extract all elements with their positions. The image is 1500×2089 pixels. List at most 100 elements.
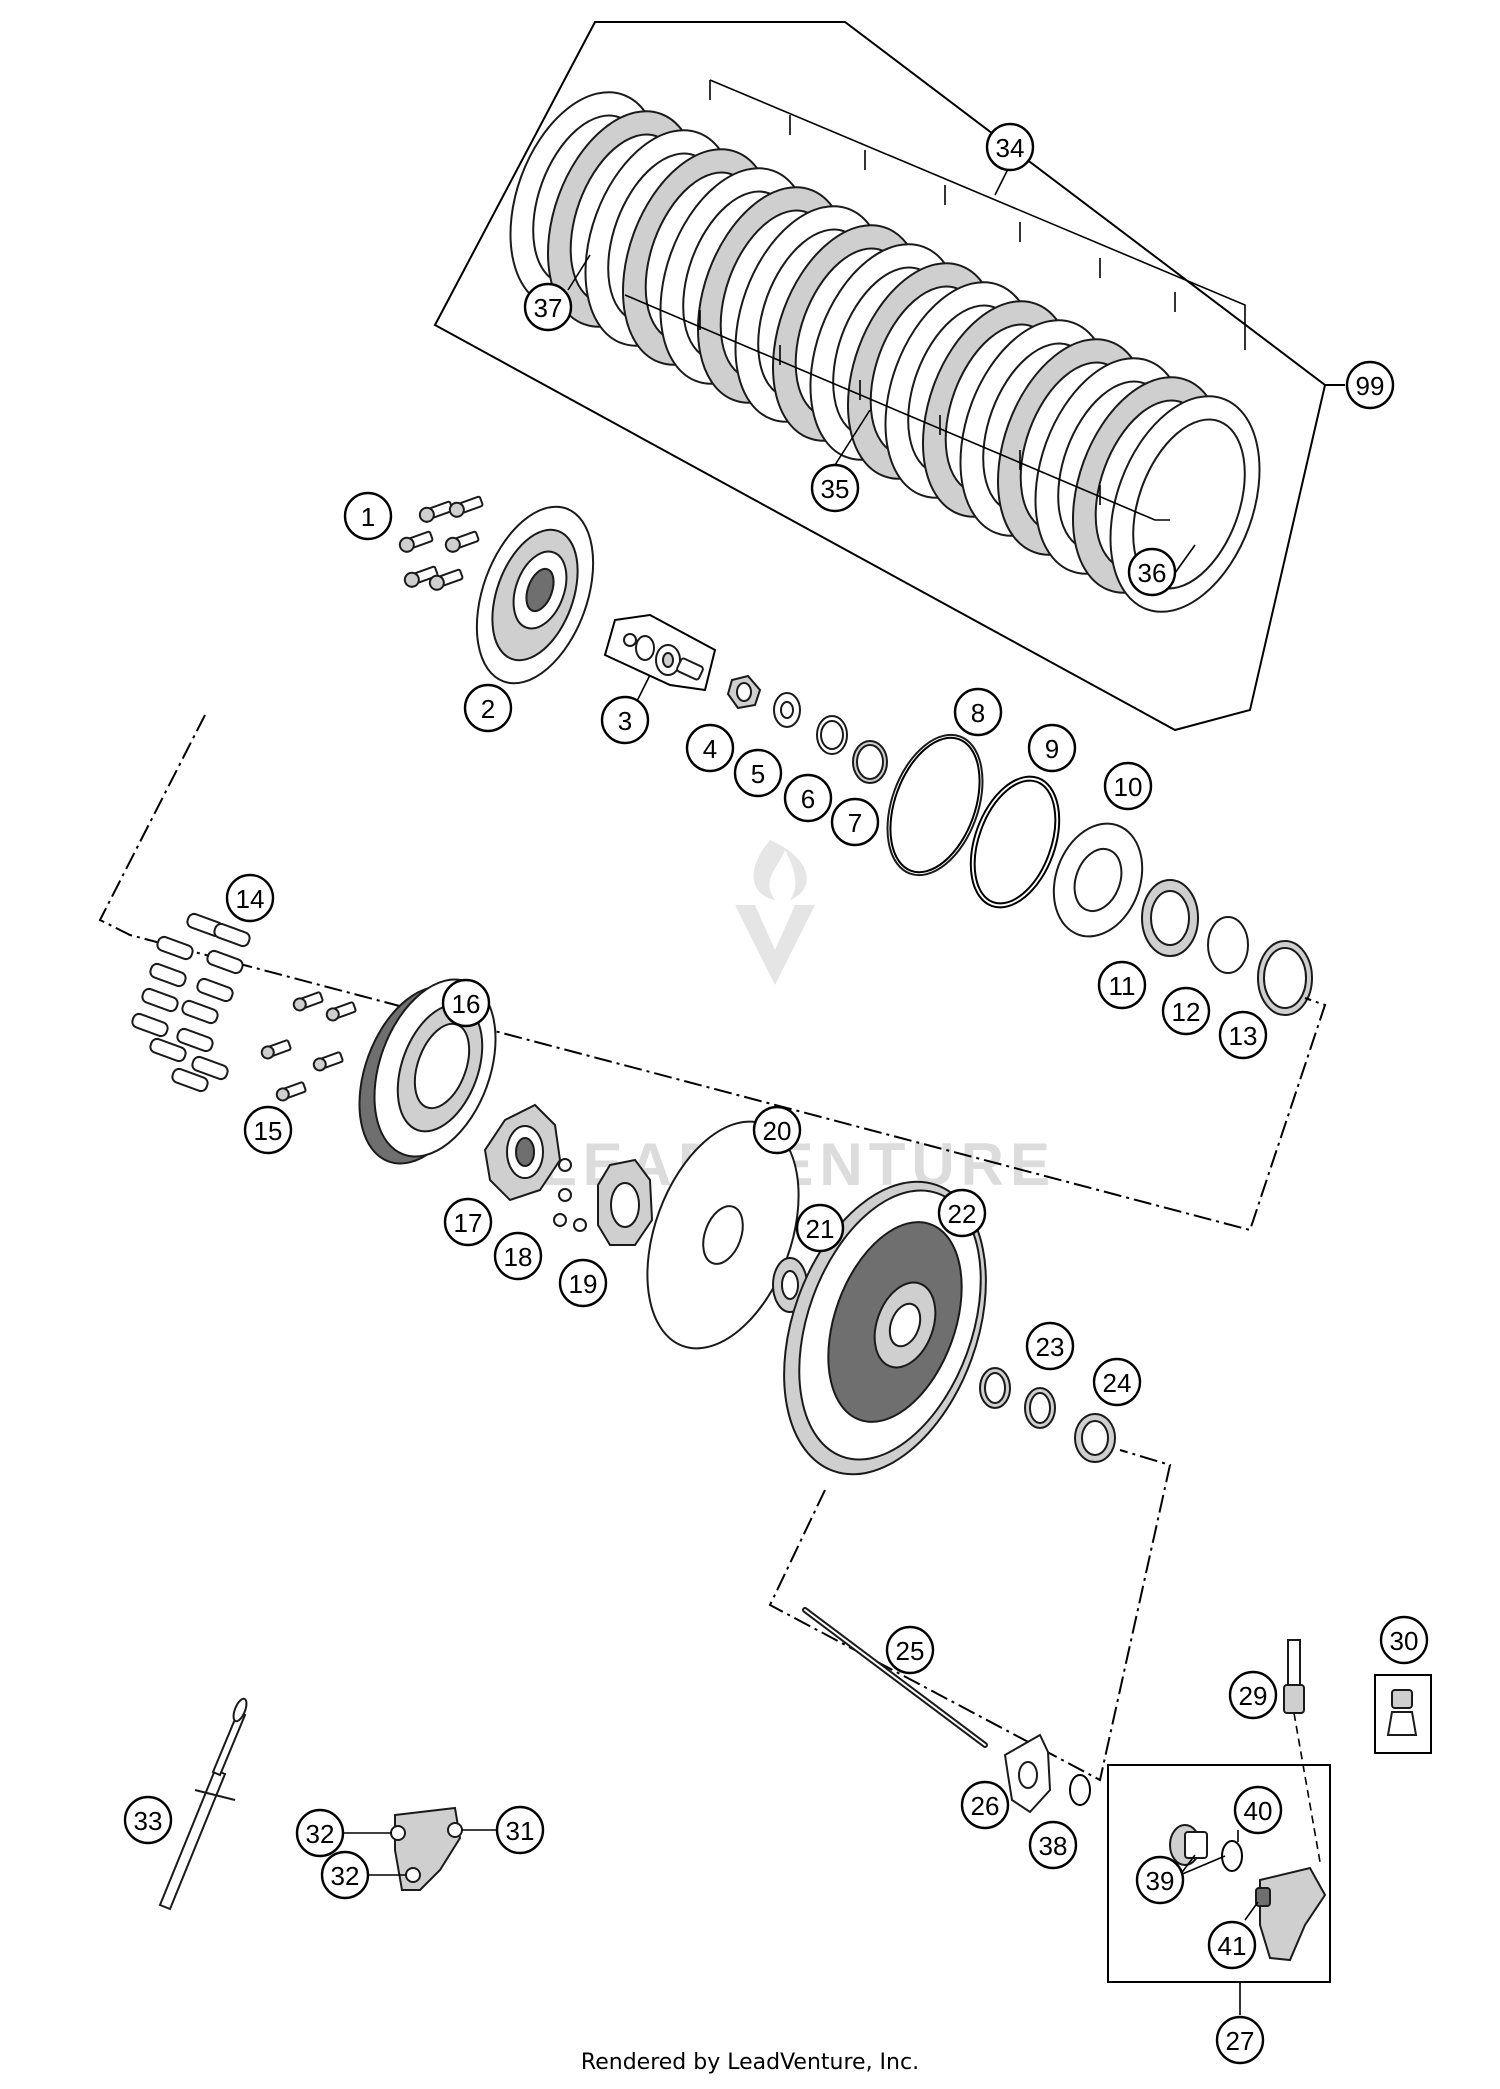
primary-gear-part-22 [783,1180,987,1476]
callout-number: 99 [1356,371,1385,401]
callout-number: 23 [1036,1332,1065,1362]
tool-part-31 [390,1806,463,1891]
footer-credit: Rendered by LeadVenture, Inc. [580,2050,920,2075]
washer-part-5 [773,692,801,728]
callout-99[interactable]: 99 [1345,360,1395,410]
plate-part-20 [646,1120,800,1350]
callout-number: 25 [896,1636,925,1666]
dowel-pin [191,1055,229,1081]
callout-9[interactable]: 9 [1027,723,1077,773]
bolts-part-15 [260,991,357,1102]
callout-13[interactable]: 13 [1218,1010,1268,1060]
callout-22[interactable]: 22 [937,1188,987,1238]
dowel-pin [156,935,194,961]
callout-circle [1127,547,1177,597]
syringe-part-33 [158,1697,248,1911]
callout-circle [1103,761,1153,811]
slave-cylinder-part-27 [1259,1866,1327,1962]
callout-39[interactable]: 39 [1135,1855,1185,1905]
ring-part-9 [969,775,1061,909]
callout-14[interactable]: 14 [225,873,275,923]
dowel-pin [196,977,234,1003]
callout-30[interactable]: 30 [1379,1615,1429,1665]
ring-part-8 [886,733,984,877]
callout-number: 19 [569,1269,598,1299]
bolts-part-1 [398,495,484,591]
snap-ring-part-7 [852,740,888,784]
callout-circle [953,687,1003,737]
callout-number: 8 [971,698,985,728]
callout-24[interactable]: 24 [1092,1357,1142,1407]
callout-circle [493,1231,543,1281]
dowel-pin [131,1012,169,1038]
callout-18[interactable]: 18 [493,1231,543,1281]
callout-circle [685,723,735,773]
callout-32[interactable]: 32 [295,1808,345,1858]
callout-number: 2 [481,694,495,724]
callout-number: 4 [703,734,717,764]
callout-16[interactable]: 16 [441,978,491,1028]
callout-circle [1025,1321,1075,1371]
callout-29[interactable]: 29 [1228,1670,1278,1720]
callout-10[interactable]: 10 [1103,761,1153,811]
callout-17[interactable]: 17 [443,1197,493,1247]
callout-3[interactable]: 3 [600,695,650,745]
callout-15[interactable]: 15 [243,1105,293,1155]
callout-35[interactable]: 35 [810,463,860,513]
callout-number: 37 [534,293,563,323]
callout-circle [441,978,491,1028]
callout-34[interactable]: 34 [985,122,1035,172]
callout-number: 32 [331,1861,360,1891]
cam-part-19 [597,1158,654,1246]
callout-circle [443,1197,493,1247]
callout-2[interactable]: 2 [463,683,513,733]
callout-32[interactable]: 32 [320,1850,370,1900]
callout-1[interactable]: 1 [343,491,393,541]
callout-40[interactable]: 40 [1233,1785,1283,1835]
callout-number: 30 [1390,1626,1419,1656]
callout-circle [830,797,880,847]
callout-number: 21 [806,1214,835,1244]
callout-8[interactable]: 8 [953,687,1003,737]
callout-41[interactable]: 41 [1207,1920,1257,1970]
callout-31[interactable]: 31 [495,1805,545,1855]
callout-37[interactable]: 37 [523,282,573,332]
callout-number: 41 [1218,1931,1247,1961]
callout-19[interactable]: 19 [558,1258,608,1308]
callout-6[interactable]: 6 [783,773,833,823]
fitting-part-29 [1283,1639,1321,1863]
callout-number: 11 [1109,971,1136,1001]
callout-number: 40 [1244,1796,1273,1826]
dowel-pin [176,1027,214,1053]
callout-circle [523,282,573,332]
callout-circle [295,1808,345,1858]
callout-12[interactable]: 12 [1161,986,1211,1036]
pins-part-14 [131,912,251,1093]
callout-5[interactable]: 5 [733,748,783,798]
callout-20[interactable]: 20 [752,1105,802,1155]
callout-11[interactable]: 11 [1097,960,1147,1010]
callout-23[interactable]: 23 [1025,1321,1075,1371]
callout-38[interactable]: 38 [1028,1820,1078,1870]
callout-33[interactable]: 33 [123,1795,173,1845]
callout-number: 36 [1138,558,1167,588]
callout-circle [795,1203,845,1253]
callout-circle [243,1105,293,1155]
callout-circle [1097,960,1147,1010]
callout-circle [885,1625,935,1675]
callout-circle [783,773,833,823]
callout-36[interactable]: 36 [1127,547,1177,597]
callout-circle [1207,1920,1257,1970]
callout-7[interactable]: 7 [830,797,880,847]
callout-26[interactable]: 26 [960,1780,1010,1830]
callout-circle [1233,1785,1283,1835]
callout-25[interactable]: 25 [885,1625,935,1675]
callout-27[interactable]: 27 [1215,2015,1265,2065]
callout-number: 33 [134,1806,163,1836]
bearing-part-11 [1141,879,1199,957]
needle-bearings-part-23 [979,1367,1056,1429]
balls-part-18 [553,1158,587,1232]
callout-21[interactable]: 21 [795,1203,845,1253]
callout-4[interactable]: 4 [685,723,735,773]
